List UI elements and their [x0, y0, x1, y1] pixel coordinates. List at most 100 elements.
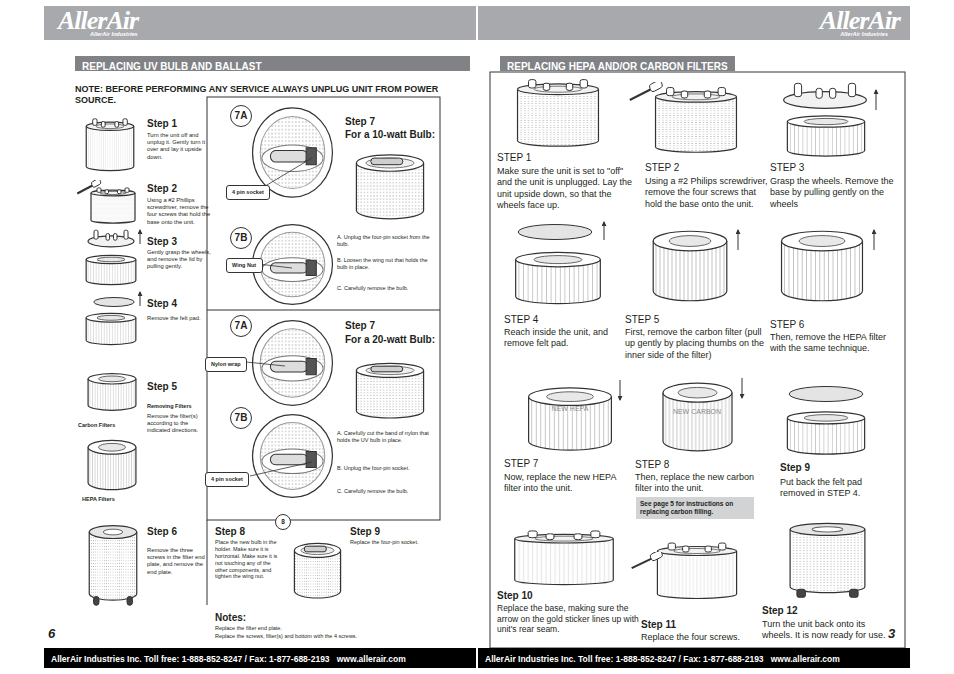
step-text: Using a #2 Philips screwdriver, remove t… — [645, 176, 770, 210]
step-heading: Step 2 — [147, 183, 207, 196]
step-text: Replace the four screws. — [641, 632, 771, 643]
unit-drawing — [89, 526, 137, 606]
step-text: Gently grasp the wheels, and remove the … — [147, 249, 211, 271]
leader-line — [262, 158, 312, 188]
leader-line — [250, 462, 312, 476]
step-heading: Step 12 — [762, 605, 892, 618]
step-heading: Step 10 — [497, 590, 637, 603]
zoom-drawing — [253, 321, 333, 406]
step7-frame — [207, 97, 440, 520]
step-heading: STEP 3 — [770, 162, 890, 175]
step-text: Now, replace the new HEPA filter into th… — [504, 472, 624, 495]
steps-frame — [490, 72, 905, 648]
callout-circle: 7B — [230, 407, 252, 429]
hepa-filter-drawing — [88, 440, 136, 489]
step-heading: Step 8 — [215, 526, 275, 539]
header-band: AllerAirAllerAir Industries — [44, 6, 476, 40]
section-title-band: REPLACING UV BULB AND BALLAST — [75, 56, 470, 71]
unit-drawing — [91, 188, 135, 223]
step-heading: STEP 2 — [645, 162, 765, 175]
step-heading: STEP 4 — [504, 314, 624, 327]
callout-circle: 8 — [275, 514, 291, 530]
step-heading: Step 6 — [147, 526, 207, 539]
lift-arrow — [876, 90, 877, 110]
callout-number: 8 — [281, 519, 285, 526]
footer-band: AllerAir Industries Inc. Toll free: 1-88… — [44, 648, 476, 668]
step-text: Place the new bulb in the holder. Make s… — [215, 539, 283, 580]
header-band: AllerAirAllerAir Industries — [478, 6, 910, 40]
unit-drawing — [515, 531, 614, 585]
note-text: See page 5 for instructions on replacing… — [640, 500, 750, 516]
step-text: Remove the filter(s) according to the in… — [147, 413, 207, 435]
safety-note: NOTE: BEFORE PERFORMING ANY SERVICE ALWA… — [75, 84, 445, 107]
step-text: Put back the felt pad removed in STEP 4. — [780, 477, 895, 500]
step-text: Replace the four-pin socket. — [350, 539, 440, 546]
step-text: First, remove the carbon filter (pull up… — [625, 327, 765, 361]
step-subheading: For a 20-watt Bulb: — [345, 334, 440, 347]
unit-drawing — [657, 543, 736, 599]
unit-drawing — [518, 80, 599, 147]
housing-drawing — [356, 155, 423, 219]
lid-drawing — [88, 230, 134, 247]
callout-circle: 7A — [230, 315, 252, 337]
part-name: 4 pin socket — [211, 476, 243, 483]
part-label: Carbon Filters — [78, 422, 128, 429]
logo-subtitle: AllerAir Industries — [90, 32, 138, 38]
step-heading: Step 7 — [345, 320, 435, 333]
filter-drawing — [86, 313, 136, 344]
zoom-drawing — [253, 415, 333, 498]
callout-circle: 7A — [230, 105, 252, 127]
step-heading: Step 4 — [147, 298, 207, 311]
notes-heading: Notes: — [215, 612, 275, 625]
lift-arrow — [604, 222, 605, 240]
lift-arrow — [140, 292, 141, 306]
housing-drawing — [294, 543, 340, 598]
logo-text: AllerAir — [820, 8, 900, 34]
step-heading: STEP 8 — [635, 459, 755, 472]
logo-text: AllerAir — [807, 585, 847, 592]
step-heading: STEP 5 — [625, 314, 765, 327]
step-heading: STEP 7 — [504, 458, 624, 471]
step-heading: Step 9 — [780, 462, 890, 475]
base-drawing — [784, 83, 867, 108]
screwdriver-drawing — [632, 550, 663, 569]
zoom-drawing — [253, 108, 333, 197]
part-name: 4 pin socket — [232, 189, 264, 196]
part-tag: Nylon wrap — [205, 357, 247, 372]
felt-pad-drawing — [518, 225, 592, 240]
filter-drawing — [516, 252, 601, 303]
footer-band: AllerAir Industries Inc. Toll free: 1-88… — [478, 648, 910, 668]
filter-drawing — [86, 255, 136, 284]
callout-number: 7B — [235, 233, 248, 243]
lift-arrow — [738, 230, 739, 250]
part-name: Wing Nut — [232, 262, 257, 269]
step-heading: STEP 1 — [497, 152, 637, 165]
step-text: Then, remove the HEPA filter with the sa… — [770, 332, 895, 355]
page-number: 3 — [888, 626, 908, 642]
unit-drawing — [656, 88, 737, 153]
hepa-filter-drawing — [782, 231, 863, 300]
carbon-filter-drawing — [88, 374, 136, 411]
filter-label: NEW HEPA — [550, 405, 590, 414]
felt-pad-drawing — [94, 298, 134, 307]
step-text: Remove the three screws in the filter en… — [147, 547, 205, 576]
divider-line — [207, 520, 208, 605]
unit-drawing — [86, 119, 134, 171]
step-heading: Step 3 — [147, 236, 207, 249]
part-tag: 4 pin socket — [205, 472, 249, 487]
leader-line — [258, 264, 292, 268]
step-text: Grasp the wheels. Remove the base by pul… — [770, 176, 895, 210]
step-heading: STEP 6 — [770, 319, 890, 332]
callout-number: 7A — [235, 321, 248, 331]
unit-drawing — [787, 412, 864, 454]
callout-number: 7B — [235, 413, 248, 423]
footer-text: AllerAir Industries Inc. Toll free: 1-88… — [485, 649, 840, 668]
unit-drawing — [790, 523, 865, 597]
screwdriver-drawing — [77, 178, 101, 193]
lift-arrow — [874, 230, 875, 250]
carbon-filter-drawing — [653, 231, 727, 300]
step-heading: Step 1 — [147, 118, 207, 131]
zoom-drawing — [253, 225, 333, 305]
insert-arrow — [742, 378, 743, 398]
